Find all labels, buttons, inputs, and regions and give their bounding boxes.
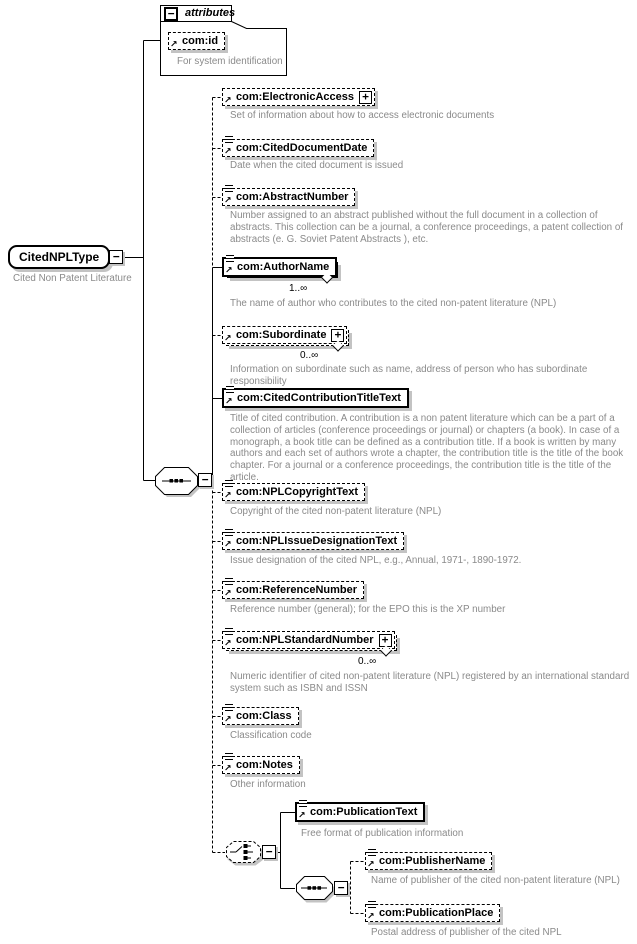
- element-label: com:Notes: [236, 759, 293, 771]
- text-content-icon: [225, 136, 233, 143]
- element-description: Copyright of the cited non-patent litera…: [230, 506, 442, 517]
- element-cited-document-date[interactable]: com:CitedDocumentDate: [222, 136, 375, 157]
- choice-compositor[interactable]: [225, 841, 276, 866]
- element-description: Classification code: [230, 730, 312, 741]
- element-description: Number assigned to an abstract published…: [230, 210, 624, 245]
- collapse-icon[interactable]: [334, 881, 348, 895]
- sequence-icon: [162, 479, 191, 483]
- element-description: Date when the cited document is issued: [230, 160, 404, 171]
- collapse-icon[interactable]: [164, 7, 178, 21]
- root-type-box[interactable]: CitedNPLType: [8, 245, 124, 269]
- element-publication-text[interactable]: com:PublicationText: [295, 800, 426, 822]
- sequence-icon: [301, 886, 327, 890]
- element-class[interactable]: com:Class: [222, 704, 299, 725]
- element-ref-icon: [224, 335, 232, 344]
- element-label: com:NPLIssueDesignationText: [236, 535, 398, 547]
- element-label: com:Class: [236, 710, 292, 722]
- element-description: Numeric identifier of cited non-patent l…: [230, 671, 630, 694]
- element-label: com:AuthorName: [237, 261, 330, 273]
- element-label: com:CitedContributionTitleText: [237, 392, 401, 404]
- element-description: Information on subordinate such as name,…: [230, 364, 588, 387]
- element-label: com:PublicationPlace: [379, 907, 494, 919]
- element-ref-icon: [224, 765, 232, 774]
- element-cited-contribution-title-text[interactable]: com:CitedContributionTitleText: [222, 386, 409, 408]
- element-description: Name of publisher of the cited non-paten…: [371, 875, 620, 886]
- element-ref-icon: [224, 148, 232, 157]
- element-subordinate[interactable]: com:Subordinate: [222, 326, 350, 352]
- text-content-icon: [226, 255, 234, 262]
- element-ref-icon: [367, 913, 375, 922]
- element-description: Free format of publication information: [301, 828, 464, 839]
- root-type-label: CitedNPLType: [19, 250, 100, 264]
- element-description: Reference number (general); for the EPO …: [230, 604, 506, 615]
- sequence-compositor[interactable]: [155, 466, 212, 497]
- text-content-icon: [225, 628, 233, 635]
- element-label: com:NPLStandardNumber: [236, 634, 374, 646]
- text-content-icon: [225, 480, 233, 487]
- element-ref-icon: [367, 861, 375, 870]
- element-label: com:CitedDocumentDate: [236, 142, 368, 154]
- element-ref-icon: [224, 590, 232, 599]
- element-description: Postal address of publisher of the cited…: [371, 927, 562, 938]
- root-type-description: Cited Non Patent Literature: [13, 273, 132, 284]
- element-label: com:Subordinate: [236, 329, 327, 341]
- attribute-id[interactable]: com:id: [168, 32, 226, 50]
- element-ref-icon: [224, 97, 232, 106]
- text-content-icon: [299, 800, 307, 807]
- element-ref-icon: [224, 716, 232, 725]
- element-ref-icon: [170, 41, 178, 50]
- element-publication-place[interactable]: com:PublicationPlace: [365, 901, 501, 922]
- element-description: Issue designation of the cited NPL, e.g.…: [230, 555, 522, 566]
- text-content-icon: [368, 901, 376, 908]
- element-description: Other information: [230, 779, 306, 790]
- text-content-icon: [225, 185, 233, 192]
- text-content-icon: [368, 849, 376, 856]
- element-label: com:PublisherName: [379, 855, 486, 867]
- element-ref-icon: [225, 267, 233, 276]
- collapse-icon[interactable]: [198, 473, 212, 487]
- element-ref-icon: [224, 197, 232, 206]
- element-description: Title of cited contribution. A contribut…: [230, 413, 624, 483]
- element-ref-icon: [298, 812, 306, 821]
- element-description: Set of information about how to access e…: [230, 110, 495, 121]
- element-label: com:PublicationText: [310, 806, 418, 818]
- element-label: com:NPLCopyrightText: [236, 486, 359, 498]
- element-reference-number[interactable]: com:ReferenceNumber: [222, 578, 365, 599]
- element-ref-icon: [225, 398, 233, 407]
- element-npl-standard-number[interactable]: com:NPLStandardNumber: [222, 628, 397, 657]
- element-ref-icon: [224, 541, 232, 550]
- element-ref-icon: [224, 640, 232, 649]
- occurrence-label: 0..∞: [358, 656, 377, 667]
- element-ref-icon: [224, 492, 232, 501]
- text-content-icon: [225, 753, 233, 760]
- element-label: com:ElectronicAccess: [236, 91, 354, 103]
- element-npl-copyright-text[interactable]: com:NPLCopyrightText: [222, 480, 366, 501]
- sequence-compositor[interactable]: [295, 876, 348, 903]
- collapse-icon[interactable]: [262, 845, 276, 859]
- element-description: The name of author who contributes to th…: [230, 298, 557, 309]
- attribute-description: For system identification: [177, 56, 283, 67]
- text-content-icon: [225, 704, 233, 711]
- element-publisher-name[interactable]: com:PublisherName: [365, 849, 493, 870]
- attribute-label: com:id: [182, 35, 219, 47]
- occurrence-label: 1..∞: [289, 283, 308, 294]
- expand-icon[interactable]: [359, 90, 372, 104]
- element-electronic-access[interactable]: com:ElectronicAccess: [222, 88, 375, 106]
- element-label: com:AbstractNumber: [236, 191, 349, 203]
- element-notes[interactable]: com:Notes: [222, 753, 300, 774]
- choice-icon: [230, 844, 253, 860]
- text-content-icon: [226, 386, 234, 393]
- text-content-icon: [225, 578, 233, 585]
- element-label: com:ReferenceNumber: [236, 584, 358, 596]
- occurrence-label: 0..∞: [300, 350, 319, 361]
- element-abstract-number[interactable]: com:AbstractNumber: [222, 185, 356, 206]
- attributes-header: attributes: [185, 7, 236, 19]
- text-content-icon: [225, 529, 233, 536]
- element-npl-issue-designation-text[interactable]: com:NPLIssueDesignationText: [222, 529, 405, 550]
- collapse-icon[interactable]: [109, 250, 124, 264]
- element-author-name[interactable]: com:AuthorName: [222, 255, 339, 284]
